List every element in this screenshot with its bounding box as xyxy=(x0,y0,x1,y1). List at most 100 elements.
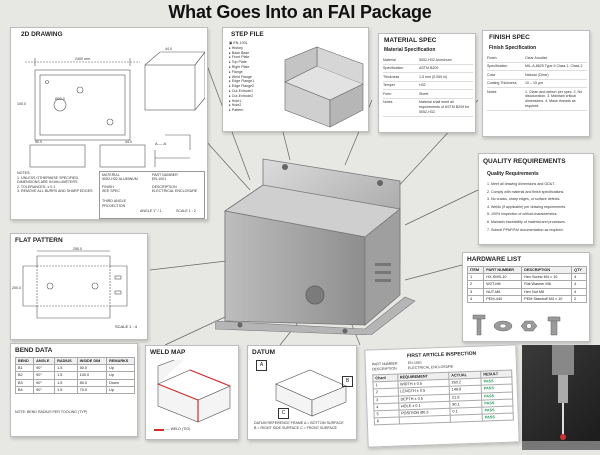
svg-text:100.0: 100.0 xyxy=(17,102,26,106)
pass-badge: PASS xyxy=(482,413,514,422)
tree-item: ▸ Cut-Extrude2 xyxy=(229,93,253,98)
spec-key: Material xyxy=(383,57,396,62)
tree-item: ▸ Weld Flange xyxy=(229,74,252,79)
material-title: MATERIAL SPEC xyxy=(384,37,437,44)
table-cell: 1.5 xyxy=(54,364,78,373)
material-subtitle: Material Specification xyxy=(384,47,436,53)
tb-part-label: PART NUMBER xyxy=(152,173,178,177)
cmm-probe-photo xyxy=(522,345,600,450)
table-cell: 90° xyxy=(33,371,56,380)
table-header-cell: REMARKS xyxy=(106,356,135,366)
spec-value: 10 – 15 µm xyxy=(525,81,544,86)
spec-key: Specification xyxy=(487,64,508,69)
table-cell: Up xyxy=(106,371,135,380)
table-cell: 6 xyxy=(374,417,399,426)
table-cell: Down xyxy=(106,378,135,387)
flat-dim-width: 250.0 xyxy=(73,247,82,251)
tree-item: ▸ History xyxy=(229,45,243,50)
tb-material: 5052-H32 ALUMINUM xyxy=(102,177,138,181)
section-label: A — A xyxy=(155,141,166,146)
table-header-cell: PART NUMBER xyxy=(483,265,523,275)
table-cell: Hex Screw M4 × 10 xyxy=(521,273,573,282)
table-cell xyxy=(398,415,451,425)
spec-value: H32 xyxy=(419,83,426,88)
spec-value: MIL-A-8625 Type II Class 1, Class 2 xyxy=(525,64,583,69)
tree-item: ▸ Edge Flange1 xyxy=(229,79,255,84)
flat-pattern-drawing xyxy=(22,250,128,319)
hardware-photos xyxy=(472,314,561,336)
drawing-note-line: NOTES: xyxy=(17,171,31,175)
svg-text:50.0: 50.0 xyxy=(35,140,42,144)
table-cell: 1.5 xyxy=(54,385,78,394)
table-cell: Hex Nut M6 xyxy=(521,287,573,296)
drawing-notes: NOTES: 1. UNLESS OTHERWISE SPECIFIED, DI… xyxy=(17,171,97,194)
table-cell: 90° xyxy=(33,364,56,373)
table-cell: B1 xyxy=(14,364,35,373)
spec-value: Natural (Clear) xyxy=(525,72,549,77)
quality-item: 3. No cracks, sharp edges, or surface de… xyxy=(487,197,561,202)
tree-item: ▸ Flange xyxy=(229,69,243,74)
svg-text:Ø33.0: Ø33.0 xyxy=(55,97,65,101)
table-cell: W2T-M6 xyxy=(483,280,523,289)
table-cell: PEM Standoff M4 × 10 xyxy=(521,294,573,303)
weld-legend-swatch xyxy=(154,429,164,431)
finish-subtitle: Finish Specification xyxy=(489,45,537,51)
flat-scale: SCALE 1 : 4 xyxy=(115,324,138,329)
svg-text:44.0: 44.0 xyxy=(125,140,132,144)
spec-key: Thickness xyxy=(383,74,400,79)
table-cell: HX-SMS-10 xyxy=(483,273,523,282)
table-header-cell: ANGLE xyxy=(33,356,56,366)
table-cell: 1 xyxy=(466,273,485,282)
drawing-note-line: 1. UNLESS OTHERWISE SPECIFIED, xyxy=(17,175,80,180)
spec-value: 5052-H32 Aluminum xyxy=(419,57,452,62)
spec-value: Material shall meet all requirements of … xyxy=(419,100,470,114)
table-cell: B4 xyxy=(14,385,35,394)
tree-item: ▣ EN-1001 xyxy=(229,41,248,45)
table-cell: 50.0 xyxy=(76,364,108,373)
datum-card: DATUM A B C DATUM REFERENCE FRAME A = BO… xyxy=(247,345,357,440)
table-cell: 90° xyxy=(33,385,56,394)
tree-item: ▸ Right Plate xyxy=(229,64,250,69)
weld-map-drawing xyxy=(157,360,231,423)
bend-note: NOTE: BEND RADIUS PER TOOLING (TYP) xyxy=(15,410,88,414)
quality-item: 1. Meet all drawing dimensions and GD&T. xyxy=(487,182,555,186)
weld-title: WELD MAP xyxy=(150,349,186,356)
table-cell: 3 xyxy=(466,287,485,296)
tree-item: ▸ Front Plate xyxy=(229,55,250,60)
table-cell: 100.0 xyxy=(76,371,108,380)
table-header-cell: INSIDE DIM xyxy=(76,356,108,366)
spec-key: Form xyxy=(383,91,392,96)
table-cell: Up xyxy=(106,364,135,373)
table-cell: Up xyxy=(106,385,135,394)
spec-key: Color xyxy=(487,72,496,77)
tree-item: ▸ Pattern xyxy=(229,108,244,113)
tree-item: ▸ Edge Flange2 xyxy=(229,84,255,89)
spec-row: Material 5052-H32 Aluminum xyxy=(383,56,473,65)
quality-subtitle: Quality Requirements xyxy=(487,171,539,177)
table-cell: 90° xyxy=(33,378,56,387)
svg-text:44.0: 44.0 xyxy=(165,47,172,51)
fai-desc-label: DESCRIPTION xyxy=(371,366,397,372)
table-header-cell: ITEM xyxy=(466,265,485,275)
drawing-title: 2D DRAWING xyxy=(21,31,63,38)
datum-b-marker: B xyxy=(342,376,353,387)
datum-note: DATUM REFERENCE FRAME A = BOTTOM SURFACE… xyxy=(254,421,344,430)
tb-desc: ELECTRICAL ENCLOSURE xyxy=(152,189,198,193)
drawing-note-line: DIMENSIONS ARE IN MILLIMETERS xyxy=(17,180,78,185)
quality-item: 4. Welds (if applicable) per drawing req… xyxy=(487,204,567,209)
quality-item: 2. Comply with material and finish speci… xyxy=(487,189,565,194)
